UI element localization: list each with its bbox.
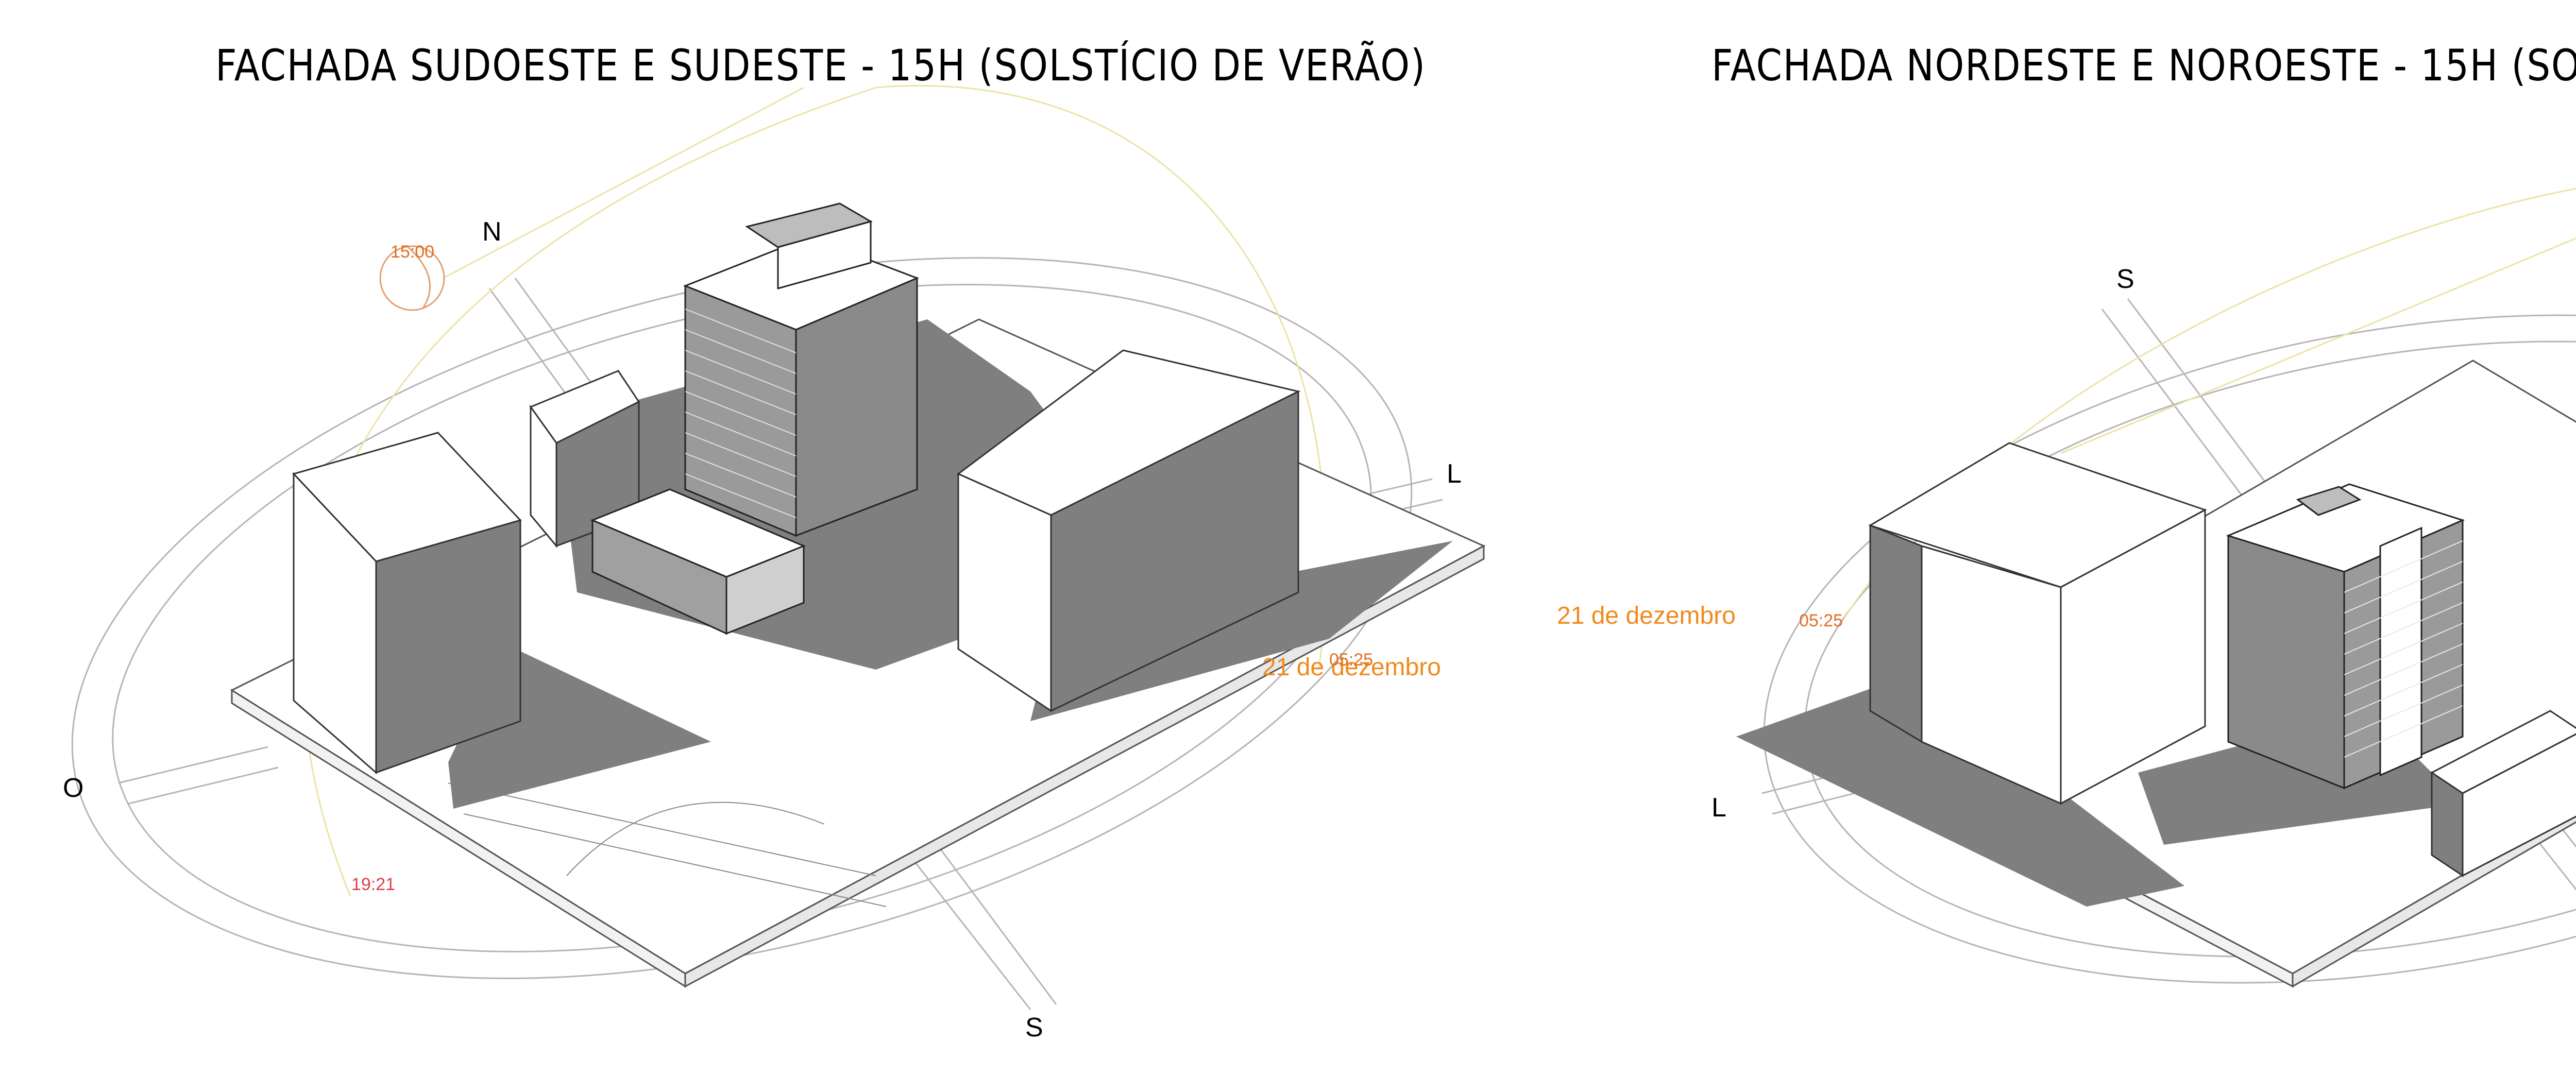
compass-label-west: O <box>63 773 84 803</box>
sunrise-time-label: 05:25 <box>1799 611 1843 630</box>
compass-label-south: S <box>2116 264 2134 294</box>
neighbour-block-left <box>292 432 522 775</box>
sun-study-panel-northeast-northwest: FACHADA NORDESTE E NOROESTE - 15H (SOLST… <box>1546 0 2576 1092</box>
panel-title: FACHADA NORDESTE E NOROESTE - 15H (SOLST… <box>1711 40 2576 91</box>
sun-date-label: 21 de dezembro <box>1557 602 1736 629</box>
main-tower <box>2226 483 2465 790</box>
tower-floor-lines <box>685 309 796 518</box>
podium <box>590 488 806 635</box>
sun-date-label: 21 de dezembro <box>1262 654 1441 681</box>
main-tower <box>683 202 920 537</box>
sun-study-panel-southwest-southeast: FACHADA SUDOESTE E SUDESTE - 15H (SOLSTÍ… <box>63 40 1486 1043</box>
tower-floor-lines <box>2344 540 2463 758</box>
neighbour-block-front <box>2430 710 2576 877</box>
compass-label-east: L <box>1711 793 1726 823</box>
neighbour-block-right <box>957 349 1301 712</box>
sun-path-arc <box>1843 187 2576 619</box>
sunset-time-label: 19:21 <box>351 875 396 894</box>
compass-label-south: S <box>1025 1013 1043 1043</box>
compass-label-east: L <box>1447 459 1462 489</box>
compass-label-north: N <box>482 217 502 247</box>
sun-current-time-label: 15:00 <box>391 242 435 262</box>
neighbour-block-left <box>1868 442 2207 805</box>
isometric-sun-study-drawing <box>1736 187 2576 988</box>
isometric-sun-study-drawing <box>71 84 1486 1010</box>
panel-title: FACHADA SUDOESTE E SUDESTE - 15H (SOLSTÍ… <box>215 40 1426 91</box>
street-lines <box>448 782 887 907</box>
sun-indicator <box>379 245 445 311</box>
sunrise-time-label: 05:25 <box>1329 650 1374 670</box>
